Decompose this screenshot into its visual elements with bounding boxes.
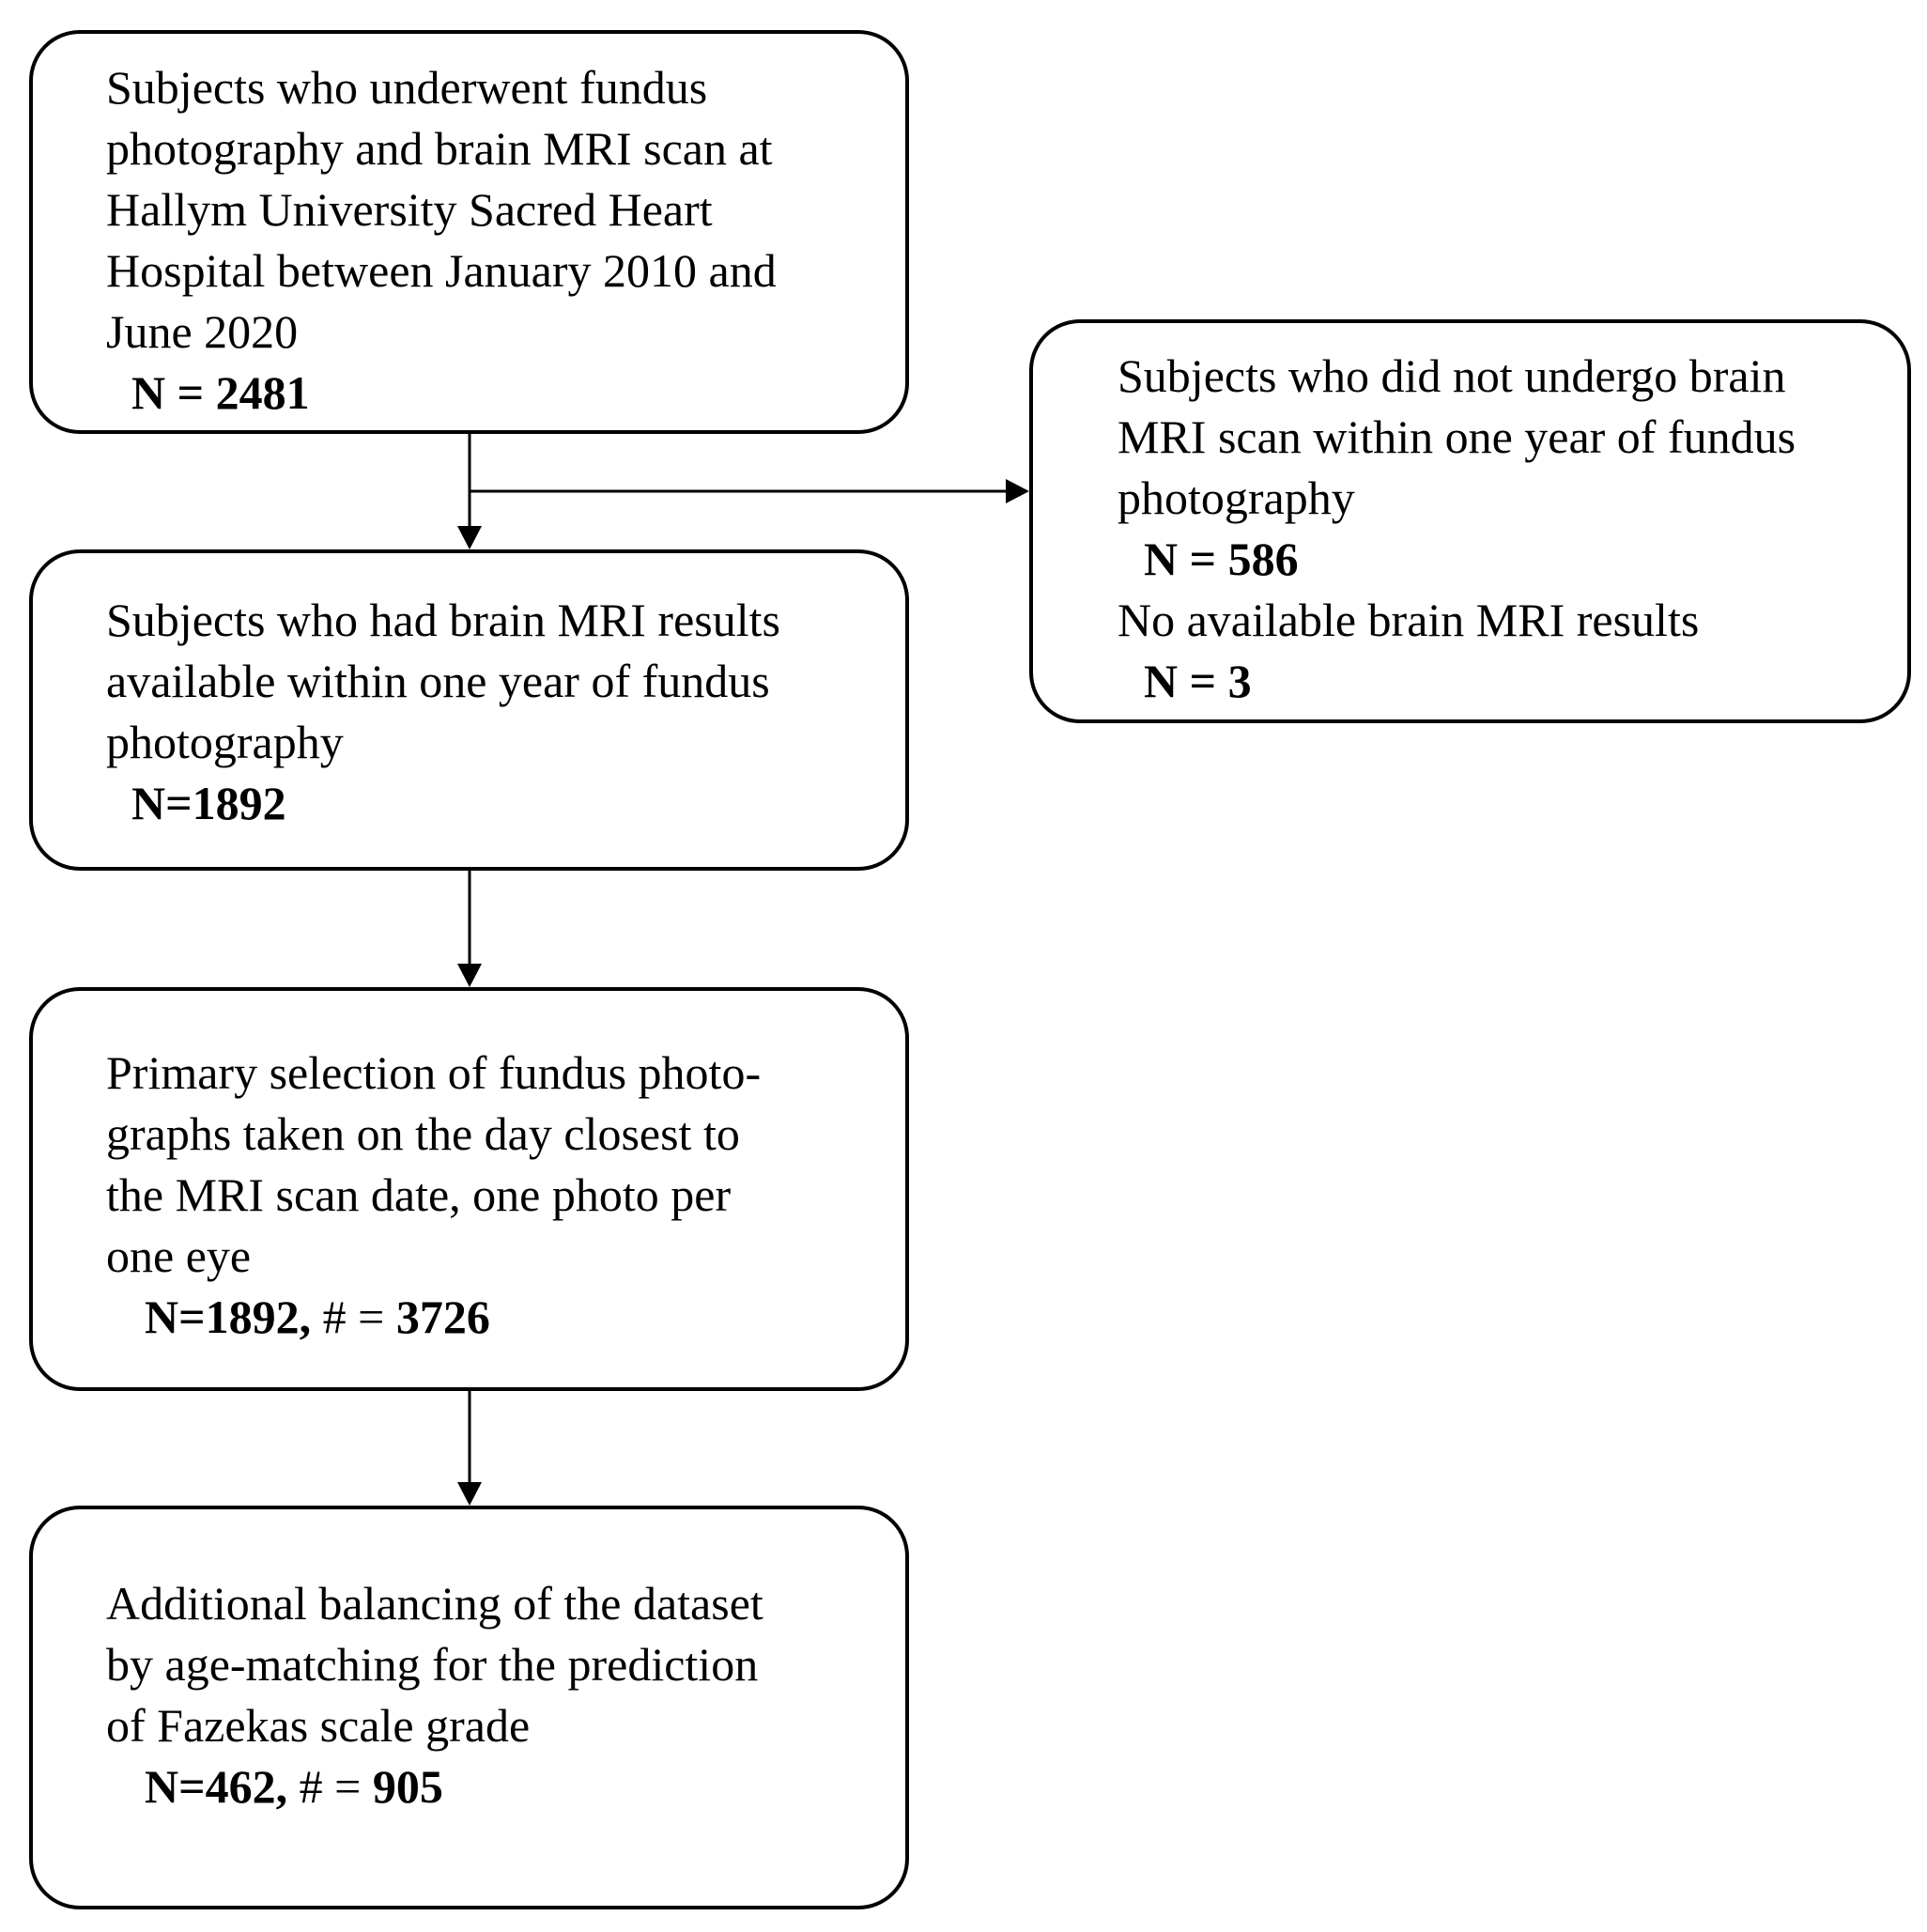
balanced-count-n: N=462, <box>145 1760 288 1813</box>
primary-selection-line-4: one eye <box>106 1229 252 1282</box>
arrowhead-available-to-primary <box>457 964 482 987</box>
excluded-count-1: N = 586 <box>1144 529 1299 590</box>
balanced-dataset-box <box>29 1506 909 1909</box>
excluded-line-4: No available brain MRI results <box>1118 594 1700 646</box>
excluded-line-1: Subjects who did not undergo brain <box>1118 349 1786 402</box>
primary-count-hash: # = <box>311 1291 396 1343</box>
excluded-count2-label: N = <box>1144 655 1228 707</box>
initial-cohort-line-4: Hospital between January 2010 and <box>106 244 777 297</box>
balanced-dataset-line-1: Additional balancing of the dataset <box>106 1577 763 1630</box>
primary-selection-line-3: the MRI scan date, one photo per <box>106 1168 732 1221</box>
initial-cohort-line-3: Hallym University Sacred Heart <box>106 183 713 236</box>
balanced-count-hash: # = <box>287 1760 373 1813</box>
excluded-box <box>1029 319 1911 723</box>
excluded-count-2: N = 3 <box>1144 651 1252 712</box>
primary-selection-count: N=1892, # = 3726 <box>145 1287 490 1348</box>
excluded-line-3: photography <box>1118 471 1355 524</box>
excluded-count1-value: 586 <box>1227 533 1299 585</box>
initial-cohort-line-5: June 2020 <box>106 305 299 358</box>
initial-cohort-count: N = 2481 <box>131 363 310 424</box>
primary-count-value: 3726 <box>395 1291 490 1343</box>
balanced-dataset-count: N=462, # = 905 <box>145 1756 443 1817</box>
initial-cohort-box <box>29 30 909 434</box>
balanced-dataset-line-3: of Fazekas scale grade <box>106 1699 531 1752</box>
available-mri-line-2: available within one year of fundus <box>106 655 770 707</box>
available-mri-count: N=1892 <box>131 773 286 834</box>
arrowhead-to-excluded <box>1006 479 1029 503</box>
excluded-count2-value: 3 <box>1227 655 1252 707</box>
initial-count-label: N = <box>131 366 216 419</box>
arrowhead-primary-to-balanced <box>457 1482 482 1506</box>
balanced-dataset-line-2: by age-matching for the prediction <box>106 1638 759 1691</box>
initial-cohort-line-2: photography and brain MRI scan at <box>106 122 773 175</box>
initial-count-value: 2481 <box>215 366 310 419</box>
arrowhead-initial-to-available <box>457 526 482 549</box>
available-count-label: N=1892 <box>131 777 286 829</box>
initial-cohort-line-1: Subjects who underwent fundus <box>106 61 708 114</box>
excluded-count1-label: N = <box>1144 533 1228 585</box>
primary-selection-box <box>29 987 909 1391</box>
available-mri-line-1: Subjects who had brain MRI results <box>106 594 780 646</box>
excluded-line-2: MRI scan within one year of fundus <box>1118 410 1796 463</box>
available-mri-line-3: photography <box>106 716 344 768</box>
available-mri-box <box>29 549 909 871</box>
primary-selection-line-2: graphs taken on the day closest to <box>106 1107 740 1160</box>
primary-selection-line-1: Primary selection of fundus photo- <box>106 1046 762 1099</box>
balanced-count-value: 905 <box>372 1760 443 1813</box>
primary-count-n: N=1892, <box>145 1291 312 1343</box>
